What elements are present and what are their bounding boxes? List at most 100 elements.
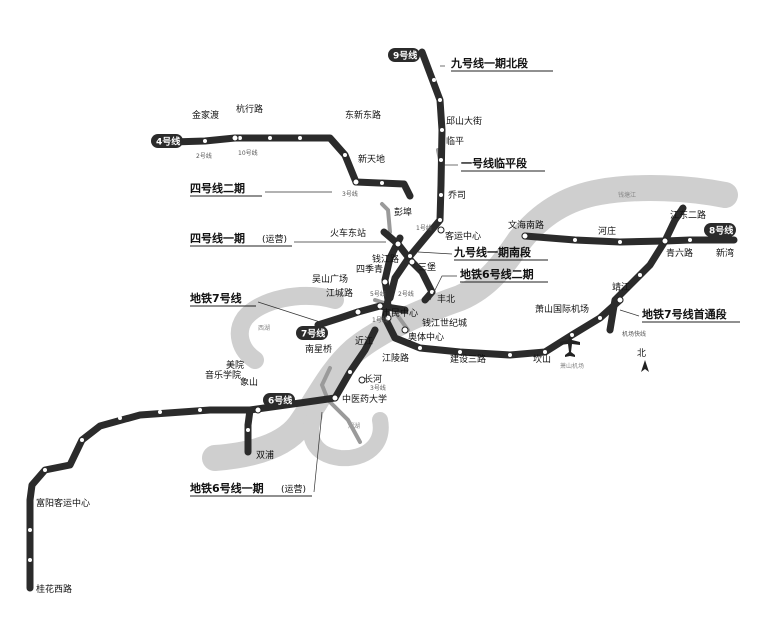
- label-line1b: 1号线: [372, 316, 388, 324]
- station-shuangpu: 双浦: [256, 449, 274, 461]
- leader: [619, 309, 640, 317]
- dot: [238, 136, 242, 140]
- line4-phase2: [168, 134, 414, 200]
- compass-arrow: [641, 360, 649, 372]
- label-line2: 2号线: [196, 152, 212, 160]
- dot: [246, 428, 250, 432]
- station-jingjiang: 靖江: [612, 281, 630, 293]
- leader: [313, 411, 323, 493]
- station-meiyuan: 美院: [226, 359, 244, 371]
- dot: [438, 218, 442, 222]
- station-xintiandi: 新天地: [358, 153, 385, 165]
- segment-l7-airport: 地铁7号线首通段: [642, 307, 727, 321]
- dot: [440, 128, 444, 132]
- station-jinjiang: 近江: [355, 335, 373, 347]
- dot: [43, 468, 47, 472]
- badge-line4: 4号线: [151, 134, 183, 148]
- dot: [348, 370, 352, 374]
- station-qianjiang-shijicheng: 钱江世纪城: [422, 317, 467, 329]
- segment-l9-north: 九号线一期北段: [450, 56, 528, 70]
- dot: [380, 181, 384, 185]
- station-fengbei: 丰北: [437, 293, 455, 305]
- station-jianshe-sanlu: 建设三路: [450, 353, 486, 365]
- river-band-3: [303, 407, 389, 467]
- dot: [343, 153, 347, 157]
- dot: [573, 238, 577, 242]
- area-xihu: 西湖: [258, 324, 270, 332]
- station-jiangdong-erlu: 江东二路: [670, 209, 706, 221]
- interchange: [231, 134, 239, 142]
- area-qiantangjiang: 钱塘江: [618, 191, 636, 199]
- interchange: [401, 326, 409, 334]
- segment-l4-phase2: 四号线二期: [190, 181, 245, 195]
- badge-line9-bg: [388, 48, 420, 62]
- line8: [521, 232, 738, 246]
- leader: [257, 301, 321, 323]
- dot: [28, 528, 32, 532]
- dot: [688, 238, 692, 242]
- dot: [418, 346, 422, 350]
- badge-line8-bg: [704, 223, 736, 237]
- interchange: [384, 314, 392, 322]
- river-band-2: [230, 287, 344, 369]
- segment-l9-south: 九号线一期南段: [453, 245, 531, 259]
- dot: [158, 410, 162, 414]
- badge-line4-bg: [151, 134, 183, 148]
- airplane-shape: [560, 335, 580, 357]
- dot: [638, 273, 642, 277]
- leader: [417, 251, 453, 255]
- segment-l6-phase1: 地铁6号线一期: [190, 481, 264, 495]
- label-line1: 1号线: [416, 224, 432, 232]
- badge-line6-bg: [263, 393, 295, 407]
- dot: [198, 408, 202, 412]
- station-shiminzhongxin: 市民中心: [382, 307, 418, 319]
- dot: [432, 78, 436, 82]
- line6-branch: [244, 406, 254, 456]
- station-changhe: 长河: [364, 373, 382, 385]
- dot: [118, 416, 122, 420]
- interchange: [408, 258, 416, 266]
- dot: [458, 350, 462, 354]
- label-airport-line: 机场快线: [622, 330, 646, 338]
- station-huochedongzhan: 火车东站: [330, 227, 366, 239]
- line7-airport: [606, 204, 687, 334]
- badge-line8-label: 8号线: [709, 225, 733, 237]
- station-sanbao: 三堡: [418, 261, 436, 273]
- badge-line7: 7号线: [296, 326, 328, 340]
- dot: [408, 254, 412, 258]
- interchange: [254, 406, 262, 414]
- station-xiangshan: 象山: [240, 376, 258, 388]
- label-line10: 10号线: [238, 149, 258, 157]
- dot: [28, 558, 32, 562]
- interchange: [661, 237, 669, 245]
- station-aoti-zhongxin: 奥体中心: [408, 331, 444, 343]
- station-guihua-xilu: 桂花西路: [36, 583, 72, 595]
- interchange: [376, 302, 384, 310]
- compass-label: 北: [637, 348, 646, 359]
- station-kanshan: 坎山: [533, 353, 551, 365]
- line6-phase1: [26, 326, 379, 592]
- badge-line9: 9号线: [388, 48, 420, 62]
- segment-l1-linping: 一号线临平段: [461, 156, 527, 170]
- station-hezhuang: 河庄: [598, 225, 616, 237]
- dot: [430, 290, 434, 294]
- dot: [439, 193, 443, 197]
- compass-icon: [641, 360, 649, 372]
- segment-l6-phase1-note: (运营): [281, 483, 306, 495]
- dot: [598, 316, 602, 320]
- segment-l4-phase1-note: (运营): [262, 233, 287, 245]
- station-yongshan-dajie: 邱山大街: [446, 115, 482, 127]
- label-line2b: 2号线: [398, 290, 414, 298]
- station-wenhai-nanlu: 文海南路: [508, 219, 544, 231]
- dot: [438, 98, 442, 102]
- badge-line8: 8号线: [704, 223, 736, 237]
- dot: [508, 353, 512, 357]
- area-xianghu: 湘湖: [348, 422, 360, 430]
- badge-line7-label: 7号线: [301, 328, 325, 340]
- dot: [543, 350, 547, 354]
- station-xinwan: 新湾: [716, 247, 734, 259]
- area-airport: 萧山机场: [560, 362, 584, 370]
- station-jinjiadu: 金家渡: [192, 109, 219, 121]
- dot: [570, 333, 574, 337]
